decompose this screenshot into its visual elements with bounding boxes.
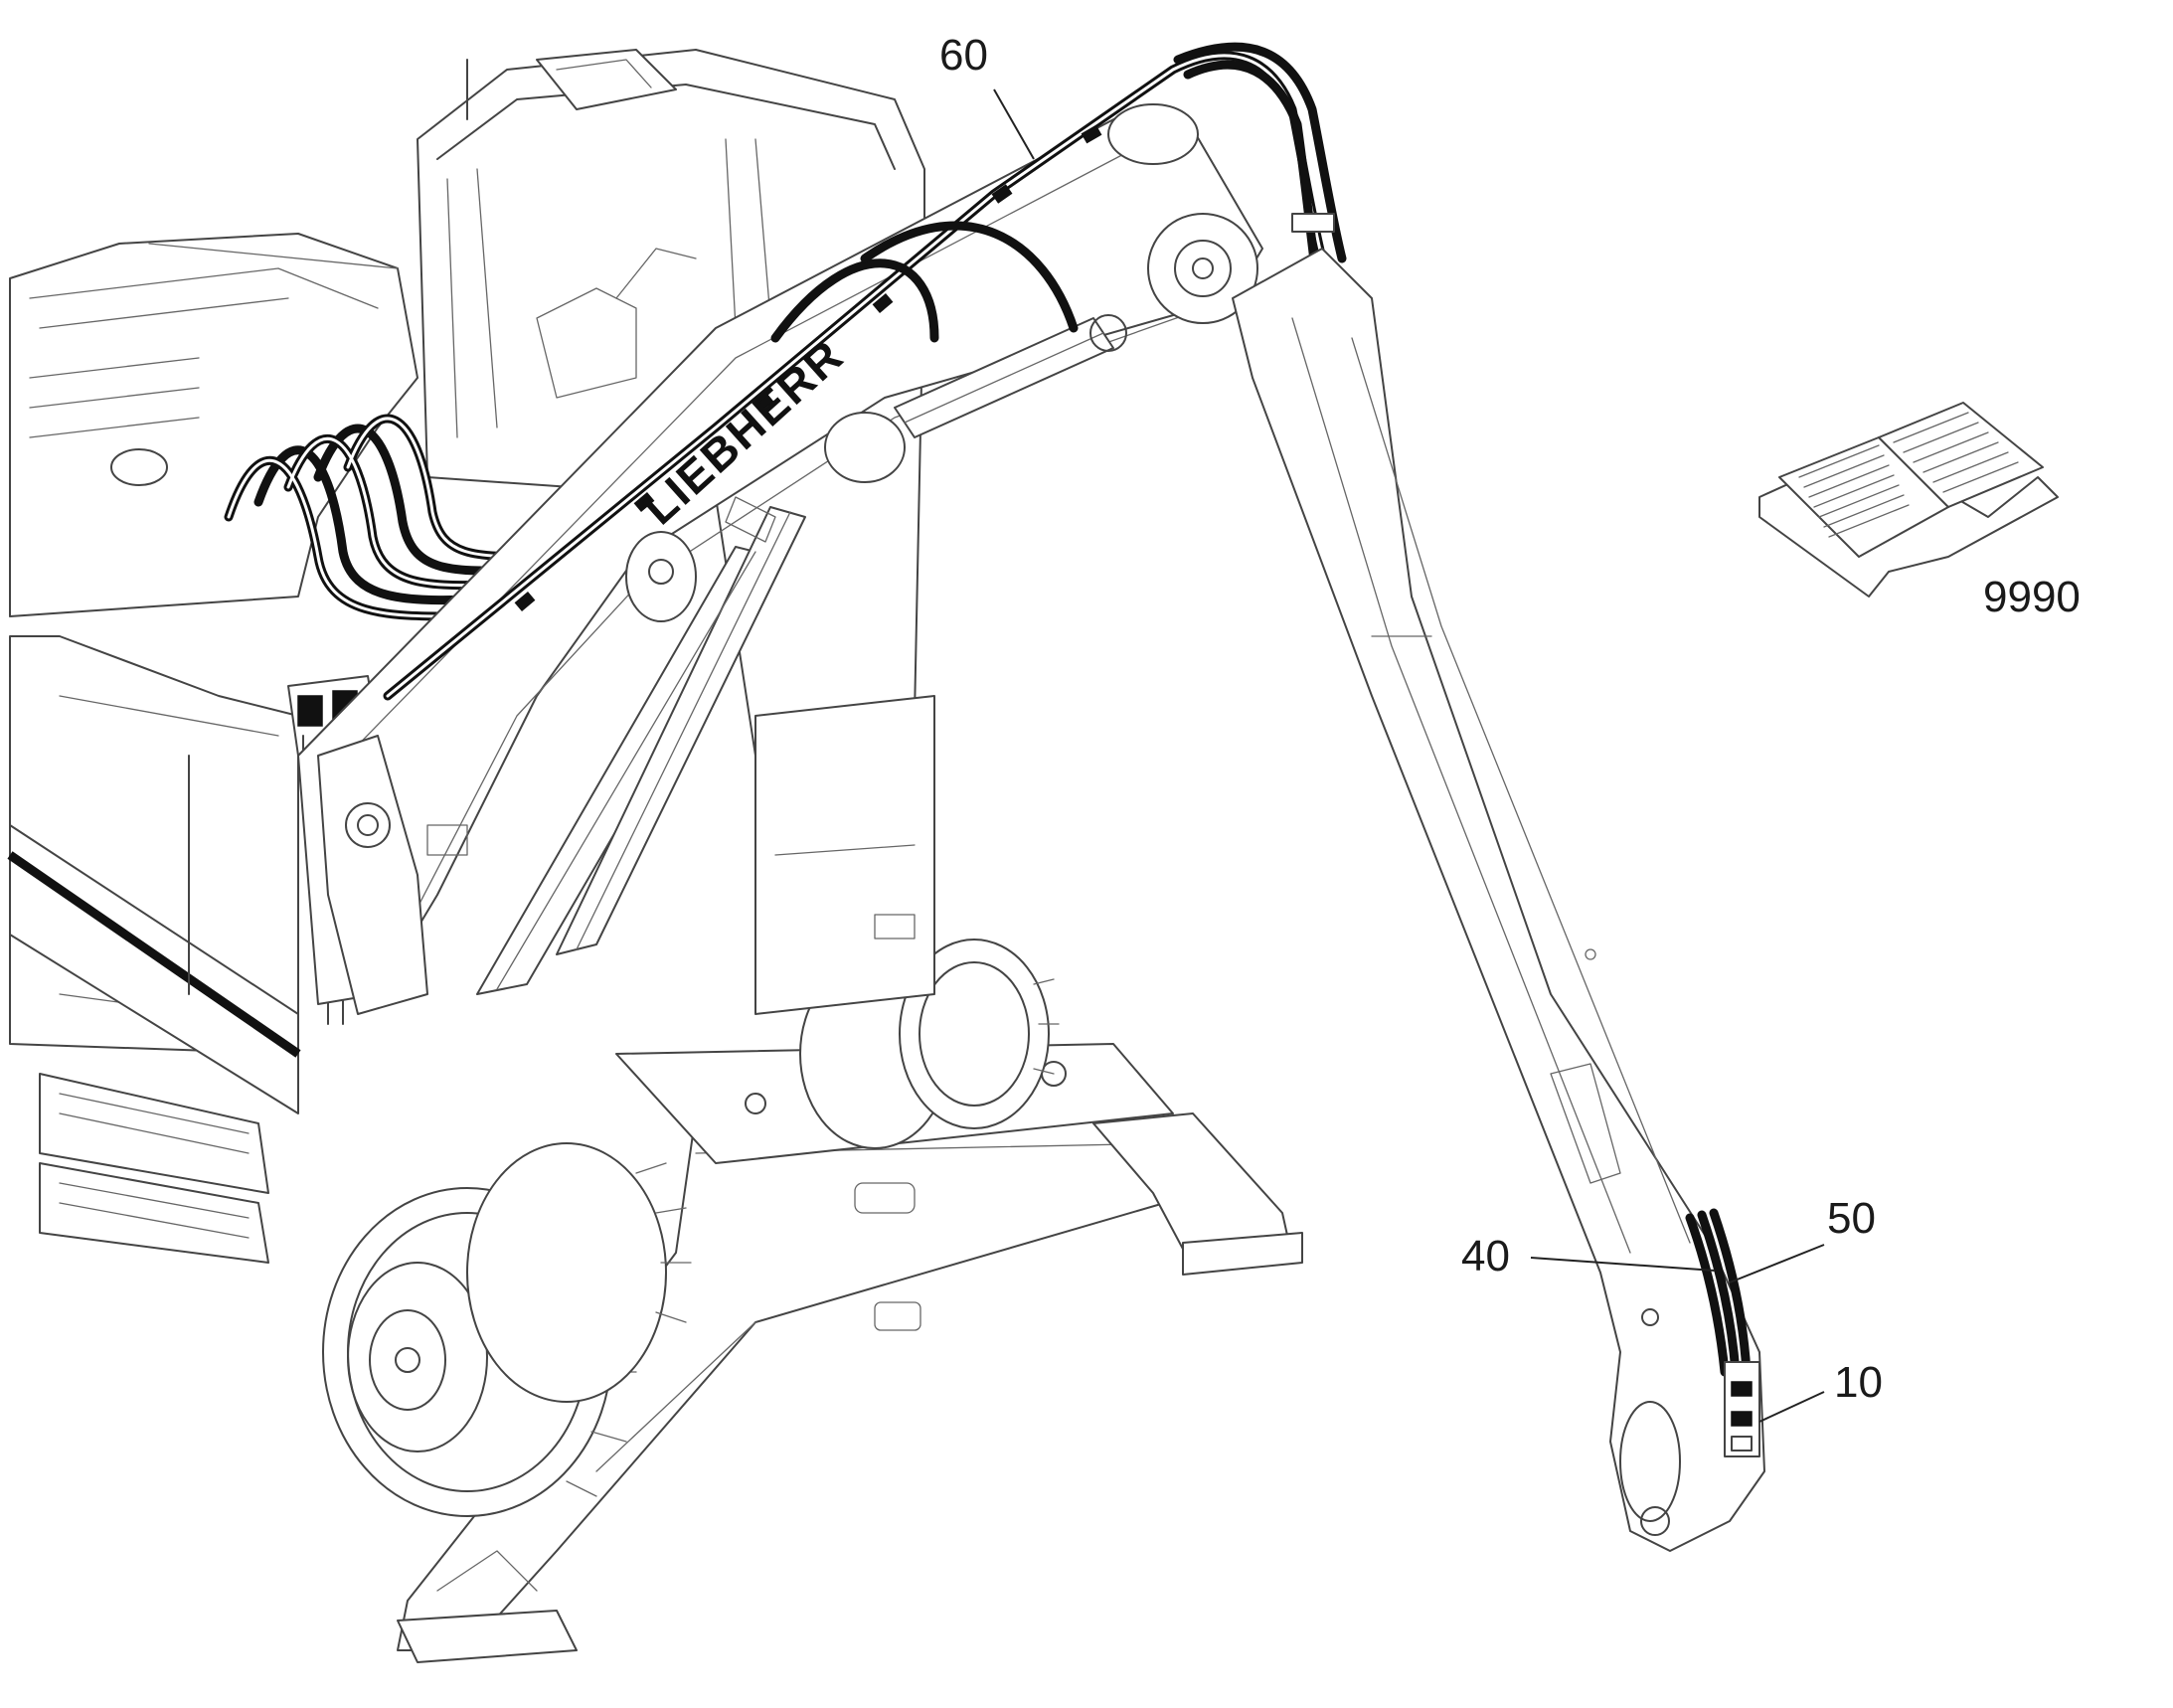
callout-10: 10 <box>1834 1358 1883 1407</box>
callout-60: 60 <box>939 31 988 80</box>
wheels <box>322 939 1060 1517</box>
callout-50: 50 <box>1827 1194 1876 1243</box>
arm-cylinder <box>894 314 1127 438</box>
stick-arm <box>1232 248 1765 1552</box>
engine-housing <box>7 233 418 1264</box>
callout-leaders <box>993 88 1825 1423</box>
boom-hoses <box>383 42 1347 701</box>
main-boom <box>297 103 1263 1015</box>
hydraulic-hoses-left <box>224 414 547 621</box>
callout-40: 40 <box>1461 1232 1510 1281</box>
callout-9990: 9990 <box>1983 573 2081 621</box>
manual-book-icon <box>1758 402 2059 598</box>
